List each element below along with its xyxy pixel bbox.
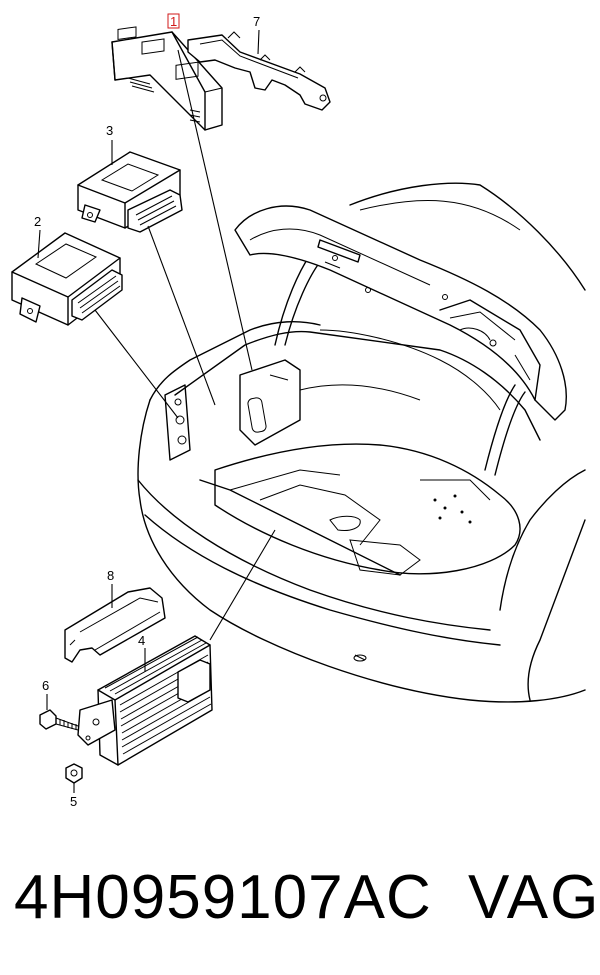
part-4-main-module [77, 635, 213, 766]
part-3-control-unit [77, 151, 183, 233]
callout-3: 3 [106, 123, 113, 138]
callout-6: 6 [42, 678, 49, 693]
leader-2a [37, 229, 41, 259]
callout-1: 1 [167, 13, 180, 29]
trunk-lid [234, 205, 567, 421]
svg-text:1: 1 [170, 14, 177, 29]
callout-4: 4 [138, 633, 145, 648]
brand-label: VAG [468, 863, 600, 932]
callout-2: 2 [34, 214, 41, 229]
leader-4b [209, 529, 276, 641]
callout-5: 5 [70, 794, 77, 809]
part-2-control-unit [11, 232, 123, 326]
callout-7: 7 [253, 14, 260, 29]
exploded-parts-diagram: 1 2 3 4 5 6 7 8 [11, 13, 586, 809]
leader-7 [257, 29, 260, 55]
part-number: 4H0959107AC [14, 863, 432, 932]
part-5-nut [65, 763, 83, 784]
leader-2b [94, 309, 179, 419]
leader-1 [177, 49, 253, 371]
callout-8: 8 [107, 568, 114, 583]
part-8-bracket [64, 587, 166, 663]
part-1-control-module [111, 26, 223, 131]
leader-3b [147, 225, 216, 406]
car-rear-body [137, 182, 586, 703]
part-7-bracket [187, 31, 331, 111]
part-6-bolt [39, 709, 79, 731]
